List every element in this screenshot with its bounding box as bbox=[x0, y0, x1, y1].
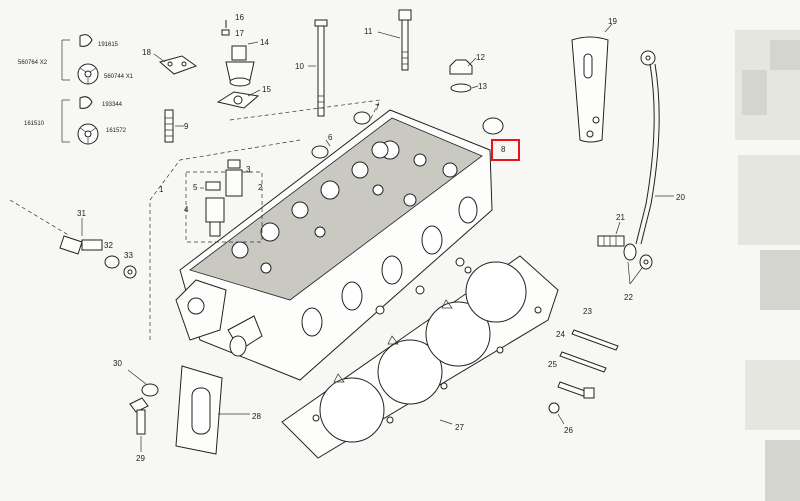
rod-bolt-icon bbox=[597, 235, 625, 247]
callout-14: 14 bbox=[260, 38, 269, 47]
callout-12: 12 bbox=[476, 53, 485, 62]
callout-28: 28 bbox=[252, 412, 261, 421]
stud-24-icon bbox=[559, 351, 607, 373]
rocker-plate-icon bbox=[158, 55, 198, 75]
highlight-box bbox=[491, 139, 520, 161]
callout-3: 3 bbox=[246, 165, 251, 174]
kit-a-part1: 191615 bbox=[98, 42, 119, 48]
callout-23: 23 bbox=[583, 307, 592, 316]
valve-guide-group bbox=[185, 159, 263, 243]
adapter-icon bbox=[104, 255, 120, 269]
callout-20: 20 bbox=[676, 193, 685, 202]
callout-8: 8 bbox=[501, 145, 506, 154]
callout-19: 19 bbox=[608, 17, 617, 26]
callout-1: 1 bbox=[159, 185, 164, 194]
callout-16: 16 bbox=[235, 13, 244, 22]
callout-24: 24 bbox=[556, 330, 565, 339]
stud-23-icon bbox=[571, 329, 619, 351]
callout-32: 32 bbox=[104, 241, 113, 250]
temperature-sender-group bbox=[9, 199, 137, 279]
callout-17: 17 bbox=[235, 29, 244, 38]
plug-29-icon bbox=[136, 409, 146, 435]
core-plug-icon bbox=[482, 117, 504, 135]
callout-labels: 1 2 3 4 5 6 7 8 9 10 11 12 13 14 15 16 1… bbox=[77, 13, 685, 463]
callout-25: 25 bbox=[548, 360, 557, 369]
callout-7: 7 bbox=[375, 103, 380, 112]
lifting-bracket-group bbox=[571, 23, 674, 285]
cylinder-head bbox=[149, 99, 504, 381]
pedestal-icon bbox=[225, 61, 255, 81]
callout-30: 30 bbox=[113, 359, 122, 368]
kit-b-part2: 161572 bbox=[106, 128, 127, 134]
kit-a-qty: 560764 X2 bbox=[18, 60, 48, 66]
callout-26: 26 bbox=[564, 426, 573, 435]
dowel-26-icon bbox=[548, 402, 560, 414]
studs-group bbox=[548, 329, 619, 425]
callout-11: 11 bbox=[364, 27, 373, 36]
callout-22: 22 bbox=[624, 293, 633, 302]
washer-30-icon bbox=[141, 383, 159, 397]
callout-5: 5 bbox=[193, 183, 198, 192]
callout-29: 29 bbox=[136, 454, 145, 463]
kit-b-part1: 193344 bbox=[102, 102, 123, 108]
callout-33: 33 bbox=[124, 251, 133, 260]
callout-15: 15 bbox=[262, 85, 271, 94]
plug-icon bbox=[449, 59, 473, 75]
stud-icon bbox=[164, 109, 174, 143]
callout-21: 21 bbox=[616, 213, 625, 222]
callout-2: 2 bbox=[258, 183, 263, 192]
rocker-pedestal-parts bbox=[153, 9, 479, 143]
bottom-left-fittings bbox=[127, 365, 250, 455]
head-bolt-icon bbox=[401, 19, 409, 71]
callout-31: 31 bbox=[77, 209, 86, 218]
callout-13: 13 bbox=[478, 82, 487, 91]
callout-18: 18 bbox=[142, 48, 151, 57]
valve-guide-icon bbox=[225, 169, 243, 197]
temp-sender-icon bbox=[59, 235, 83, 255]
callout-4: 4 bbox=[184, 205, 189, 214]
callout-6: 6 bbox=[328, 133, 333, 142]
callout-10: 10 bbox=[295, 62, 304, 71]
kit-a-part2: 560744 X1 bbox=[104, 74, 134, 80]
washer-icon bbox=[450, 83, 472, 93]
left-kit-group: 560764 X2 191615 560744 X1 161510 193344… bbox=[18, 34, 134, 145]
collet-half-icon bbox=[79, 34, 93, 47]
lifting-bracket-icon bbox=[571, 36, 609, 143]
callout-9: 9 bbox=[184, 122, 189, 131]
kit-b-qty: 161510 bbox=[24, 121, 45, 127]
collet-half-b-icon bbox=[79, 96, 93, 109]
callout-27: 27 bbox=[455, 423, 464, 432]
head-gasket bbox=[281, 255, 559, 459]
scan-artifacts bbox=[735, 30, 800, 501]
